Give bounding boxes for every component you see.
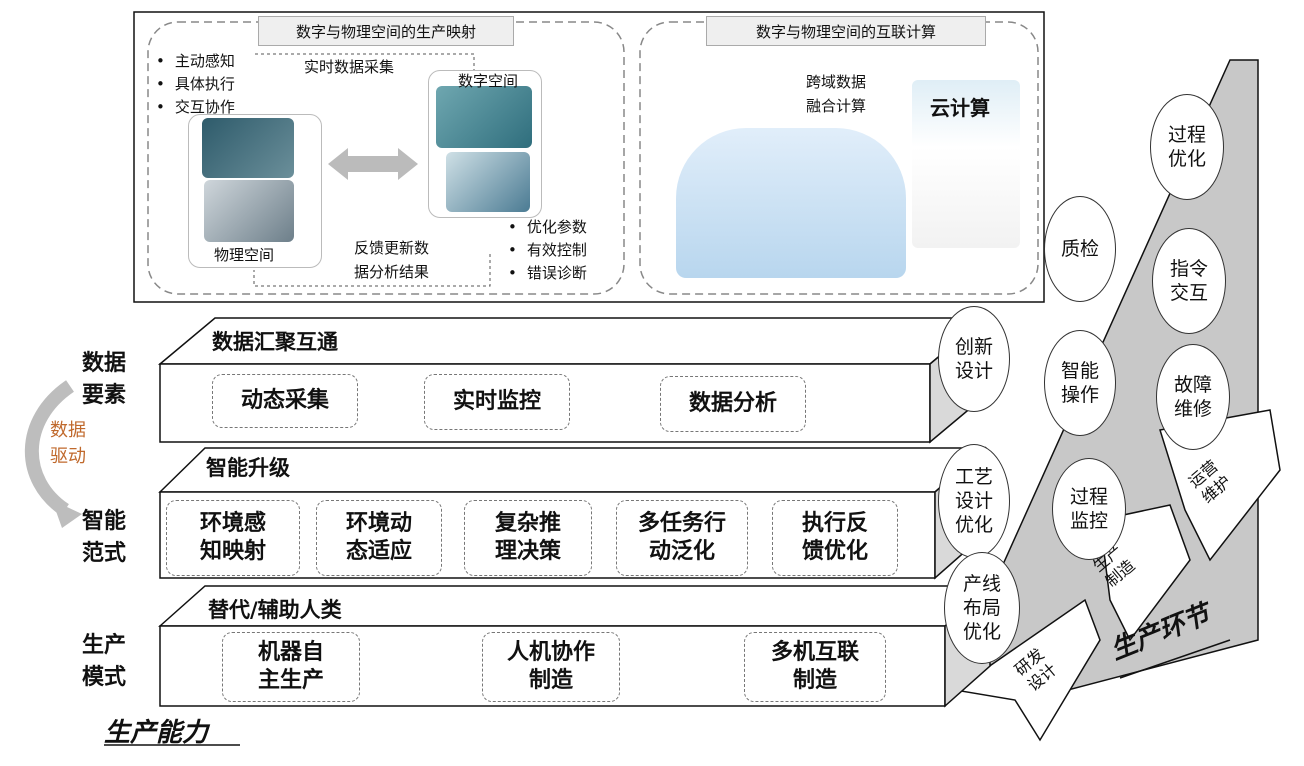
quality-inspection-ellipse: 质检: [1044, 196, 1116, 302]
capability-label: 生产能力: [104, 718, 209, 748]
stair-front-rd: [953, 598, 1101, 742]
multitask-generalize-box: 多任务行动泛化: [616, 500, 748, 576]
digital-space-label: 数字空间: [458, 72, 519, 90]
craft-design-ellipse: 工艺设计优化: [938, 444, 1010, 558]
cloud-gears-illustration: [912, 80, 1020, 248]
dynamic-collect-box: 动态采集: [212, 374, 358, 428]
list-item: 错误诊断: [508, 262, 587, 285]
human-robot-collab-box: 人机协作制造: [482, 632, 620, 702]
cloud-label: 云计算: [930, 96, 990, 120]
data-layer-header: 数据汇聚互通: [212, 330, 338, 354]
digital-space-frame: [428, 70, 542, 218]
production-stage-underline: [1119, 639, 1231, 679]
driver-label: 数据 驱动: [50, 420, 86, 467]
feedback-optimize-box: 执行反馈优化: [772, 500, 898, 576]
env-perception-box: 环境感知映射: [166, 500, 300, 576]
list-item: 具体执行: [156, 73, 235, 96]
physical-worker-image: [204, 180, 294, 242]
right-bullet-list: 优化参数 有效控制 错误诊断: [508, 216, 587, 285]
compute-section-title: 数字与物理空间的互联计算: [706, 16, 986, 46]
smart-operation-ellipse: 智能操作: [1044, 330, 1116, 436]
driver-arrow: [24, 380, 75, 516]
prod-layer-header: 替代/辅助人类: [208, 598, 342, 622]
bidirectional-arrow: [328, 148, 418, 180]
driver-arrow-head: [52, 500, 82, 528]
command-interaction-ellipse: 指令交互: [1152, 228, 1226, 334]
digital-warehouse-image: [436, 86, 532, 148]
factory-illustration: [676, 128, 906, 278]
realtime-arrow: [255, 53, 475, 70]
list-item: 优化参数: [508, 216, 587, 239]
realtime-monitor-box: 实时监控: [424, 374, 570, 430]
stair-front-mf: [1099, 504, 1191, 642]
feedback-caption: 反馈更新数 据分析结果: [354, 239, 430, 281]
realtime-caption: 实时数据采集: [304, 58, 395, 76]
intel-side-label: 智能 范式: [82, 509, 127, 566]
intel-layer-header: 智能升级: [206, 456, 290, 480]
env-adaptation-box: 环境动态适应: [316, 500, 442, 576]
reasoning-decision-box: 复杂推理决策: [464, 500, 592, 576]
list-item: 有效控制: [508, 239, 587, 262]
digital-robot-image: [446, 152, 530, 212]
physical-space-label: 物理空间: [214, 246, 275, 264]
list-item: 主动感知: [156, 50, 235, 73]
physical-factory-image: [202, 118, 294, 178]
line-layout-ellipse: 产线布局优化: [944, 552, 1020, 664]
data-analysis-box: 数据分析: [660, 376, 806, 432]
prod-side-label: 生产 模式: [82, 633, 127, 690]
data-side-label: 数据 要素: [82, 351, 127, 408]
list-item: 交互协作: [156, 96, 235, 119]
process-optimization-ellipse: 过程优化: [1150, 94, 1224, 200]
fault-repair-ellipse: 故障维修: [1156, 344, 1230, 450]
left-bullet-list: 主动感知 具体执行 交互协作: [156, 50, 235, 119]
autonomous-production-box: 机器自主生产: [222, 632, 360, 702]
crossdomain-caption: 跨域数据 融合计算: [806, 73, 867, 115]
physical-space-frame: [188, 114, 322, 268]
multi-machine-box: 多机互联制造: [744, 632, 886, 702]
process-monitor-ellipse: 过程监控: [1052, 458, 1126, 560]
feedback-arrow: [253, 254, 491, 287]
mapping-section-title: 数字与物理空间的生产映射: [258, 16, 514, 46]
innovative-design-ellipse: 创新设计: [938, 306, 1010, 412]
